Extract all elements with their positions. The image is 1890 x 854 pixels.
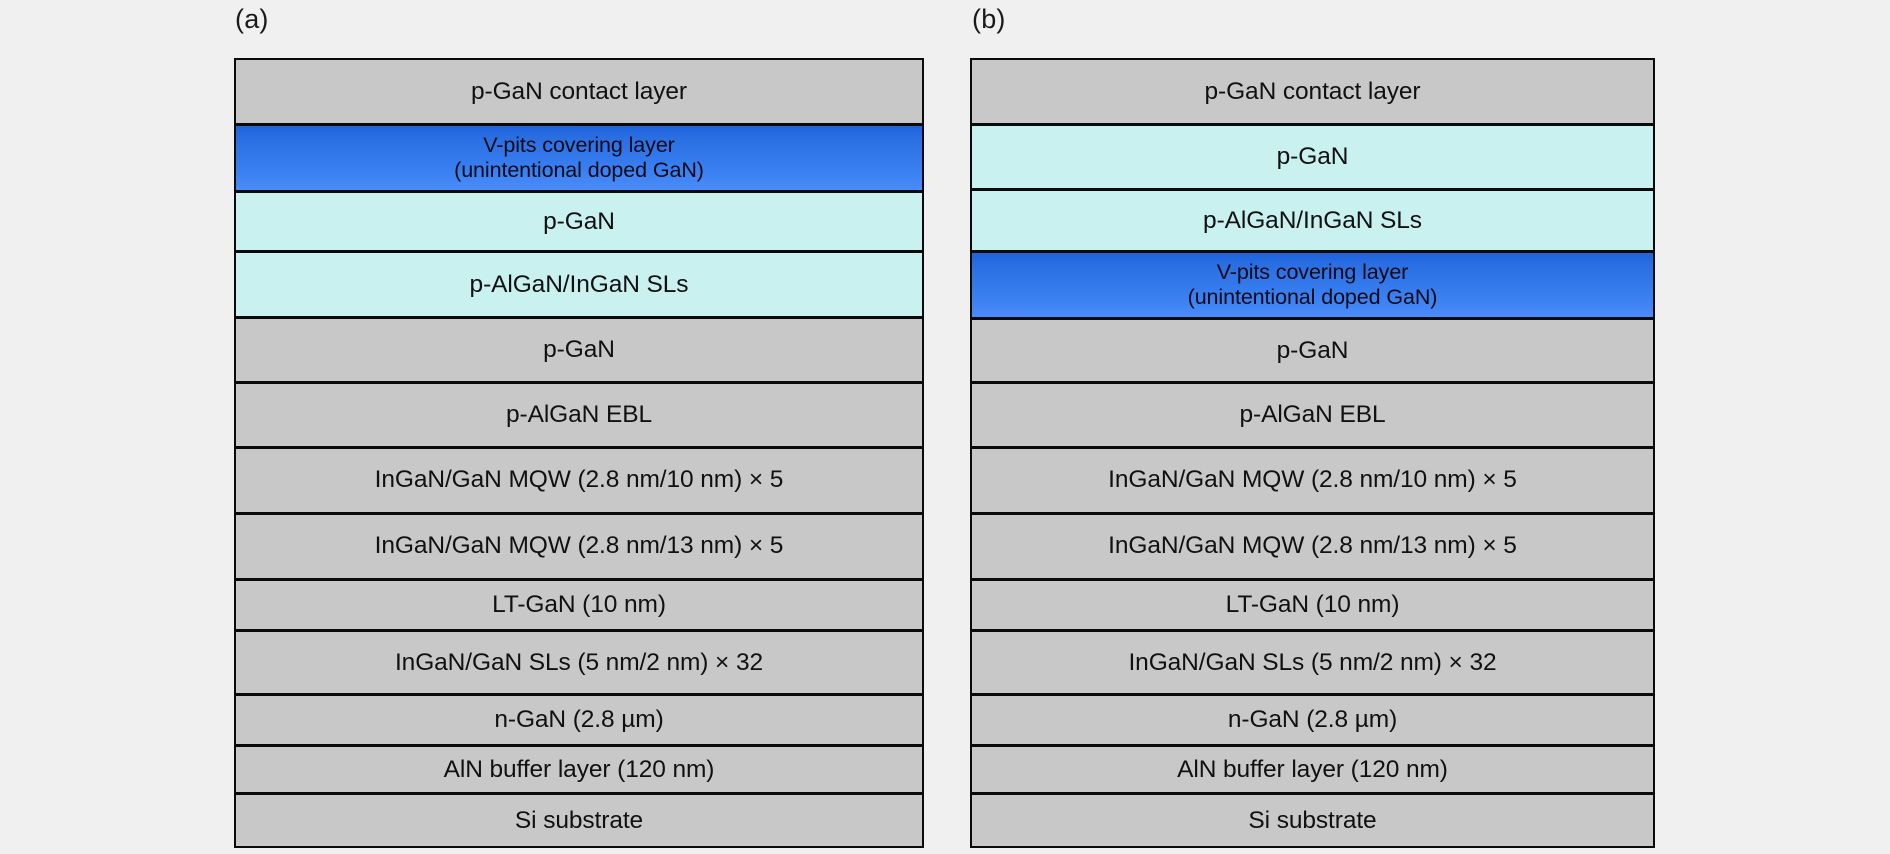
layer-label: p-AlGaN/InGaN SLs: [1203, 206, 1422, 234]
layer-block: InGaN/GaN MQW (2.8 nm/13 nm) × 5: [234, 512, 924, 580]
layer-block: AlN buffer layer (120 nm): [234, 745, 924, 795]
layer-label: V-pits covering layer (unintentional dop…: [1187, 259, 1438, 310]
layer-label: p-GaN: [543, 207, 615, 235]
layer-block: LT-GaN (10 nm): [970, 578, 1655, 632]
layer-label: InGaN/GaN SLs (5 nm/2 nm) × 32: [1128, 648, 1497, 676]
layer-label: LT-GaN (10 nm): [1225, 591, 1400, 619]
layer-block: V-pits covering layer (unintentional dop…: [234, 124, 924, 193]
layer-block: p-GaN: [234, 317, 924, 383]
layer-label: AlN buffer layer (120 nm): [443, 755, 715, 783]
layer-block: InGaN/GaN SLs (5 nm/2 nm) × 32: [234, 630, 924, 695]
panel-label-b: (b): [972, 4, 1006, 34]
panel-label-a: (a): [235, 4, 269, 34]
layer-block: Si substrate: [970, 793, 1655, 848]
layer-block: p-GaN: [234, 191, 924, 253]
layer-label: p-GaN: [1276, 142, 1349, 170]
layer-label: V-pits covering layer (unintentional dop…: [454, 132, 704, 183]
layer-block: p-AlGaN EBL: [970, 381, 1655, 448]
layer-label: Si substrate: [1248, 806, 1377, 834]
layer-label: p-AlGaN EBL: [506, 400, 652, 428]
layer-block: Si substrate: [234, 793, 924, 848]
layer-label: LT-GaN (10 nm): [492, 591, 666, 619]
layer-label: AlN buffer layer (120 nm): [1177, 755, 1448, 783]
layer-block: p-AlGaN EBL: [234, 381, 924, 448]
layer-block: LT-GaN (10 nm): [234, 578, 924, 632]
layer-block: p-GaN contact layer: [234, 58, 924, 125]
layer-block: InGaN/GaN MQW (2.8 nm/13 nm) × 5: [970, 512, 1655, 580]
layer-block: InGaN/GaN MQW (2.8 nm/10 nm) × 5: [234, 446, 924, 514]
layer-block: p-AlGaN/InGaN SLs: [970, 188, 1655, 253]
layer-label: p-GaN: [543, 336, 615, 364]
layer-block: V-pits covering layer (unintentional dop…: [970, 251, 1655, 320]
layer-label: p-GaN contact layer: [471, 77, 687, 105]
panel-b-layer-stack: p-GaN contact layer p-GaN p-AlGaN/InGaN SL…: [970, 58, 1655, 848]
layer-block: AlN buffer layer (120 nm): [970, 745, 1655, 795]
layer-label: n-GaN (2.8 µm): [494, 706, 664, 734]
layer-label: InGaN/GaN MQW (2.8 nm/13 nm) × 5: [1108, 532, 1517, 560]
layer-label: p-AlGaN EBL: [1239, 400, 1386, 428]
layer-block: p-GaN contact layer: [970, 58, 1655, 125]
layer-label: p-AlGaN/InGaN SLs: [469, 270, 689, 298]
layer-label: n-GaN (2.8 µm): [1227, 706, 1398, 734]
layer-label: p-GaN: [1276, 336, 1349, 364]
layer-label: p-GaN contact layer: [1204, 77, 1421, 105]
layer-block: p-GaN: [970, 318, 1655, 383]
layer-label: InGaN/GaN MQW (2.8 nm/13 nm) × 5: [374, 532, 784, 560]
layer-block: p-GaN: [970, 124, 1655, 190]
layer-block: n-GaN (2.8 µm): [970, 693, 1655, 747]
layer-block: p-AlGaN/InGaN SLs: [234, 251, 924, 319]
layer-block: InGaN/GaN SLs (5 nm/2 nm) × 32: [970, 630, 1655, 695]
layer-label: InGaN/GaN MQW (2.8 nm/10 nm) × 5: [1108, 466, 1517, 494]
layer-label: Si substrate: [514, 806, 644, 834]
layer-label: InGaN/GaN MQW (2.8 nm/10 nm) × 5: [374, 466, 784, 494]
layer-block: InGaN/GaN MQW (2.8 nm/10 nm) × 5: [970, 446, 1655, 514]
layer-label: InGaN/GaN SLs (5 nm/2 nm) × 32: [394, 648, 764, 676]
layer-block: n-GaN (2.8 µm): [234, 693, 924, 747]
